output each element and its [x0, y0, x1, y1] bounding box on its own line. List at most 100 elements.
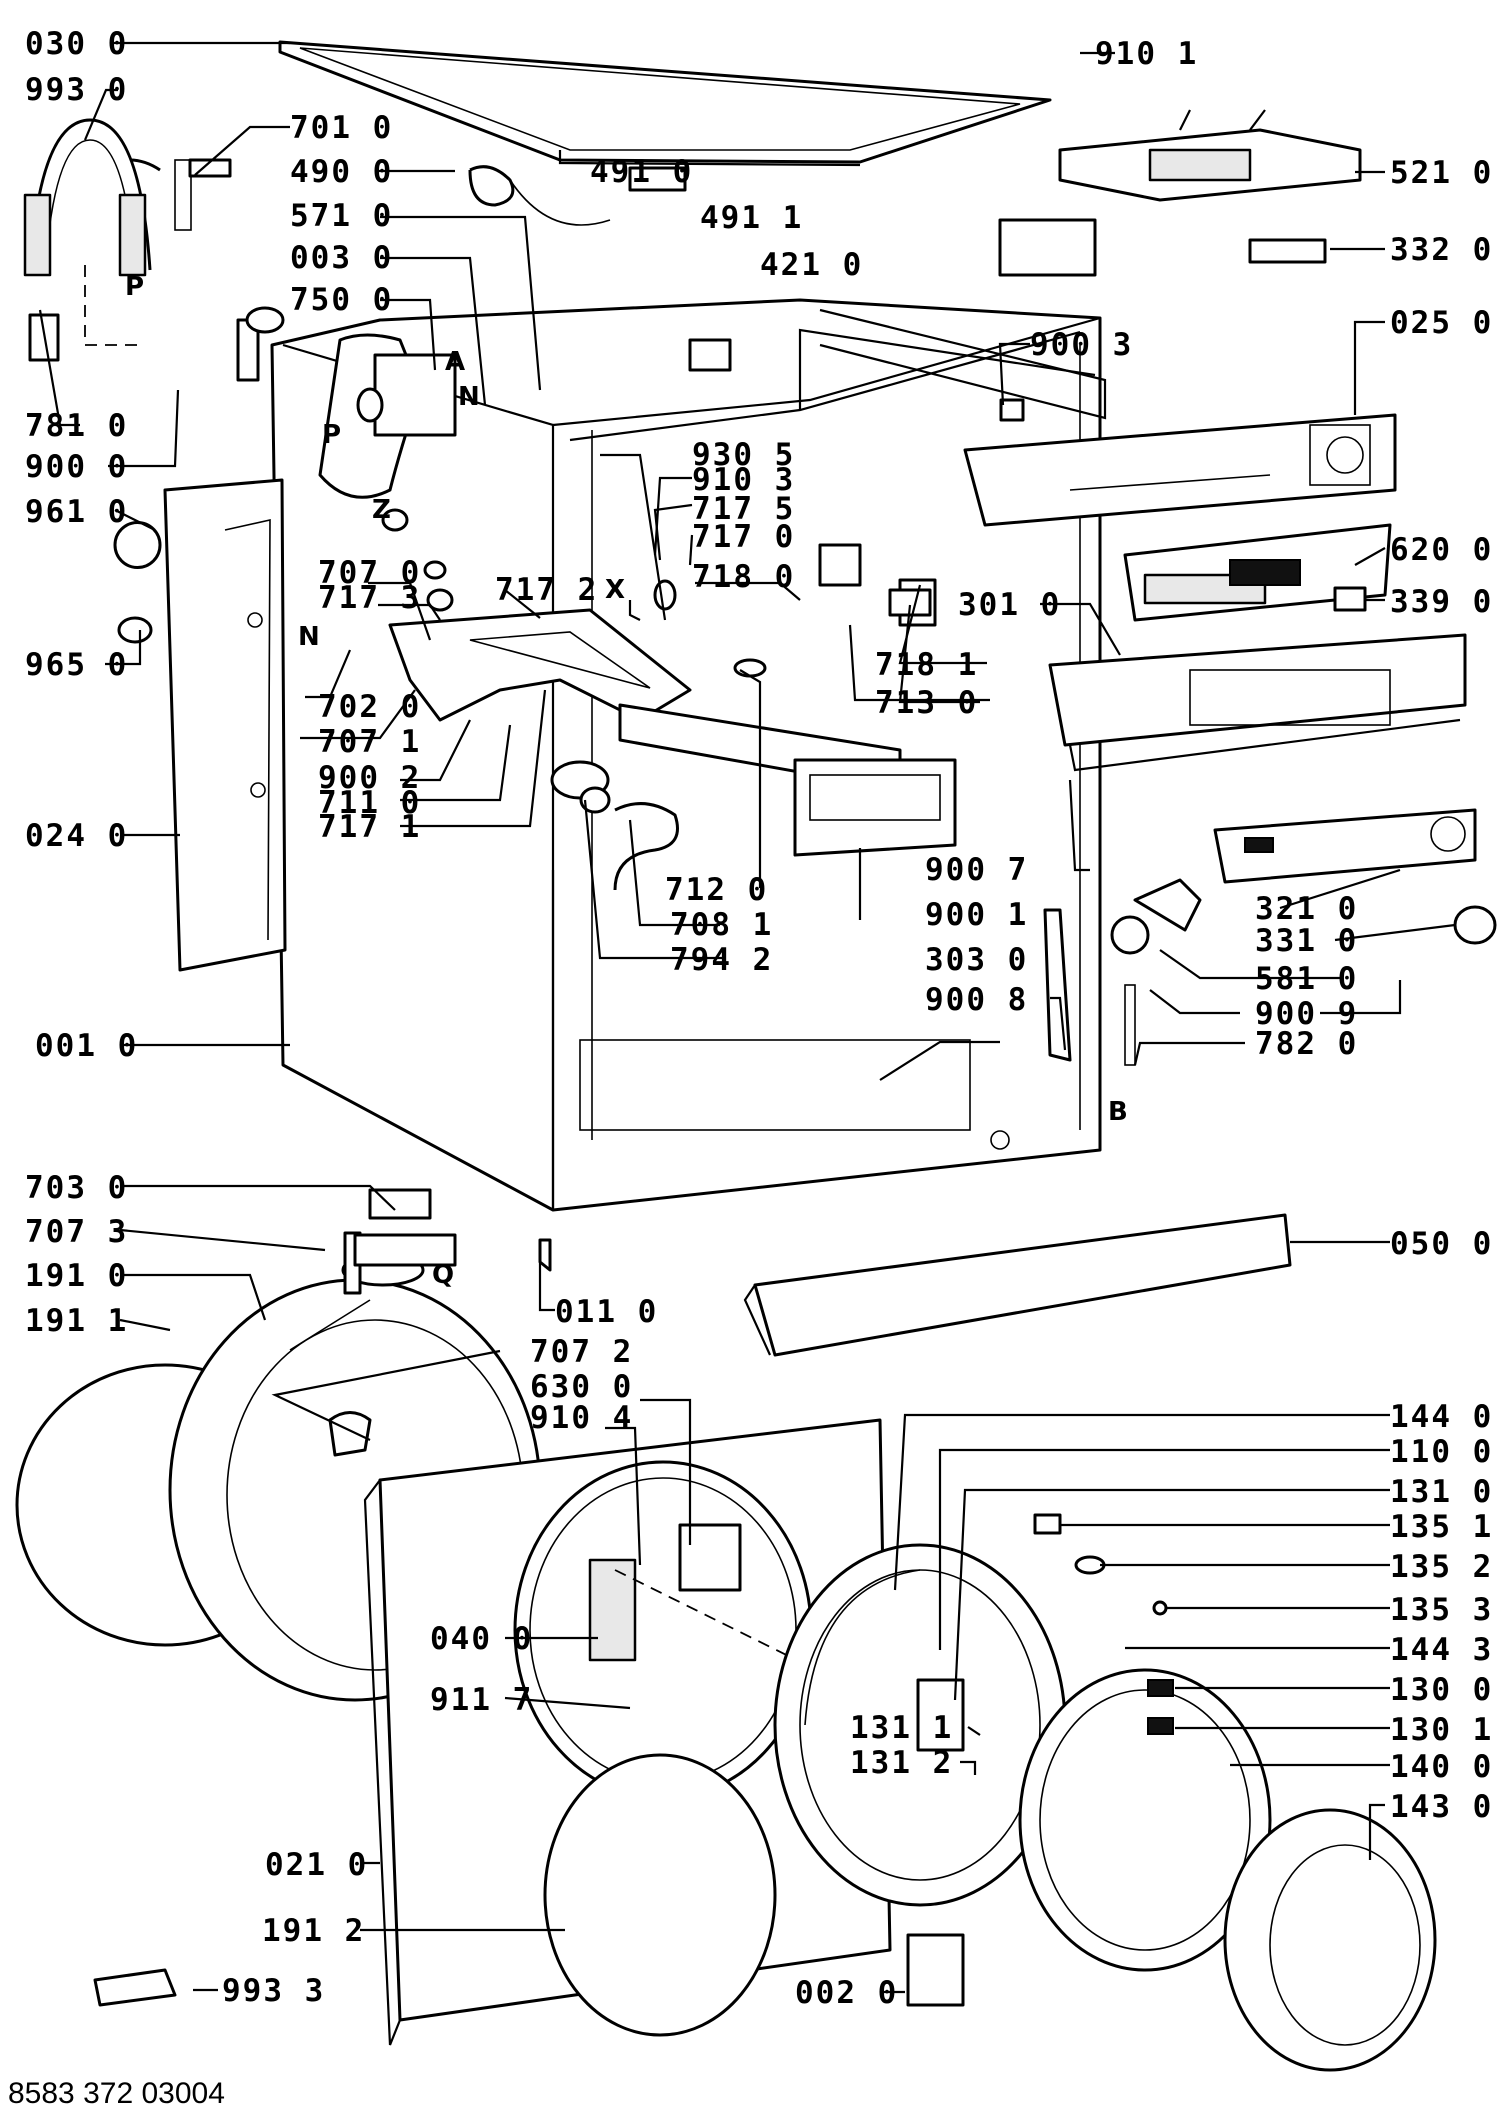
label-900-1: 900 1 — [925, 897, 1028, 933]
label-930-5: 930 5 — [692, 437, 795, 473]
label-003-0: 003 0 — [290, 240, 393, 276]
label-030-0: 030 0 — [25, 26, 128, 62]
label-993-3: 993 3 — [222, 1973, 325, 2009]
label-130-1: 130 1 — [1390, 1712, 1493, 1748]
letter-z: Z — [372, 495, 391, 525]
label-301-0: 301 0 — [958, 587, 1061, 623]
label-750-0: 750 0 — [290, 282, 393, 318]
letter-b: B — [1108, 1097, 1128, 1127]
label-421-0: 421 0 — [760, 247, 863, 283]
label-130-0: 130 0 — [1390, 1672, 1493, 1708]
label-135-1: 135 1 — [1390, 1509, 1493, 1545]
label-707-1: 707 1 — [318, 724, 421, 760]
label-131-0: 131 0 — [1390, 1474, 1493, 1510]
label-900-2: 900 2 — [318, 760, 421, 796]
top-cover — [278, 40, 1052, 167]
label-339-0: 339 0 — [1390, 584, 1493, 620]
label-490-0: 490 0 — [290, 154, 393, 190]
label-001-0: 001 0 — [35, 1028, 138, 1064]
label-191-1: 191 1 — [25, 1303, 128, 1339]
leader-lines — [38, 41, 1456, 1994]
label-144-0: 144 0 — [1390, 1399, 1493, 1435]
document-code: 8583 372 03004 — [8, 2077, 225, 2110]
label-144-3: 144 3 — [1390, 1632, 1493, 1668]
control-panel-housing — [963, 413, 1397, 527]
label-521-0: 521 0 — [1390, 155, 1493, 191]
label-630-0: 630 0 — [530, 1369, 633, 1405]
label-131-2: 131 2 — [850, 1745, 953, 1781]
module-top-right — [1058, 109, 1362, 202]
label-782-0: 782 0 — [1255, 1026, 1358, 1062]
label-707-0: 707 0 — [318, 555, 421, 591]
label-140-0: 140 0 — [1390, 1749, 1493, 1785]
label-993-0: 993 0 — [25, 72, 128, 108]
label-701-0: 701 0 — [290, 110, 393, 146]
label-021-0: 021 0 — [265, 1847, 368, 1883]
label-707-3: 707 3 — [25, 1214, 128, 1250]
label-717-3: 717 3 — [318, 580, 421, 616]
label-143-0: 143 0 — [1390, 1789, 1493, 1825]
door-frame — [773, 1543, 1067, 1907]
front-small-parts — [93, 1231, 1174, 2007]
callout-letters: P A N P Z N X Q B — [125, 272, 1128, 1290]
label-131-1: 131 1 — [850, 1710, 953, 1746]
label-965-0: 965 0 — [25, 647, 128, 683]
label-581-0: 581 0 — [1255, 961, 1358, 997]
label-571-0: 571 0 — [290, 198, 393, 234]
part-labels: 030 0 993 0 701 0 490 0 571 0 003 0 750 … — [25, 26, 1493, 2011]
letter-n-top: N — [458, 382, 480, 412]
letter-n-mid: N — [298, 622, 320, 652]
label-011-0: 011 0 — [555, 1294, 658, 1330]
label-491-0: 491 0 — [590, 154, 693, 190]
label-110-0: 110 0 — [1390, 1434, 1493, 1470]
control-label-strip — [1213, 808, 1477, 884]
label-135-3: 135 3 — [1390, 1592, 1493, 1628]
label-708-1: 708 1 — [670, 907, 773, 943]
control-board — [1123, 523, 1392, 622]
label-717-1: 717 1 — [318, 809, 421, 845]
label-900-3: 900 3 — [1030, 327, 1133, 363]
label-711-0: 711 0 — [318, 785, 421, 821]
letter-x: X — [605, 575, 625, 605]
label-025-0: 025 0 — [1390, 305, 1493, 341]
label-620-0: 620 0 — [1390, 532, 1493, 568]
label-961-0: 961 0 — [25, 494, 128, 530]
label-717-2: 717 2 — [495, 572, 598, 608]
front-control-fascia — [1048, 633, 1467, 772]
label-707-2: 707 2 — [530, 1334, 633, 1370]
label-717-5: 717 5 — [692, 491, 795, 527]
label-191-0: 191 0 — [25, 1258, 128, 1294]
side-panel — [163, 478, 287, 972]
label-024-0: 024 0 — [25, 818, 128, 854]
hose-assembly — [23, 118, 152, 362]
label-002-0: 002 0 — [795, 1975, 898, 2011]
filter-assembly — [318, 333, 457, 532]
label-900-9: 900 9 — [1255, 996, 1358, 1032]
label-050-0: 050 0 — [1390, 1226, 1493, 1262]
letter-q: Q — [432, 1260, 454, 1290]
label-781-0: 781 0 — [25, 408, 128, 444]
label-794-2: 794 2 — [670, 942, 773, 978]
label-900-0: 900 0 — [25, 449, 128, 485]
label-910-1: 910 1 — [1095, 36, 1198, 72]
door-gasket — [543, 1753, 777, 2037]
label-712-0: 712 0 — [665, 872, 768, 908]
label-135-2: 135 2 — [1390, 1549, 1493, 1585]
label-332-0: 332 0 — [1390, 232, 1493, 268]
label-331-0: 331 0 — [1255, 923, 1358, 959]
plinth-strip — [743, 1213, 1292, 1357]
label-703-0: 703 0 — [25, 1170, 128, 1206]
label-910-4: 910 4 — [530, 1400, 633, 1436]
label-900-8: 900 8 — [925, 982, 1028, 1018]
label-303-0: 303 0 — [925, 942, 1028, 978]
label-713-0: 713 0 — [875, 685, 978, 721]
label-491-1: 491 1 — [700, 200, 803, 236]
label-321-0: 321 0 — [1255, 891, 1358, 927]
letter-p-mid: P — [322, 420, 341, 450]
label-191-2: 191 2 — [262, 1913, 365, 1949]
label-040-0: 040 0 — [430, 1621, 533, 1657]
door-outer-ring — [1018, 1668, 1272, 1972]
label-717-0: 717 0 — [692, 519, 795, 555]
